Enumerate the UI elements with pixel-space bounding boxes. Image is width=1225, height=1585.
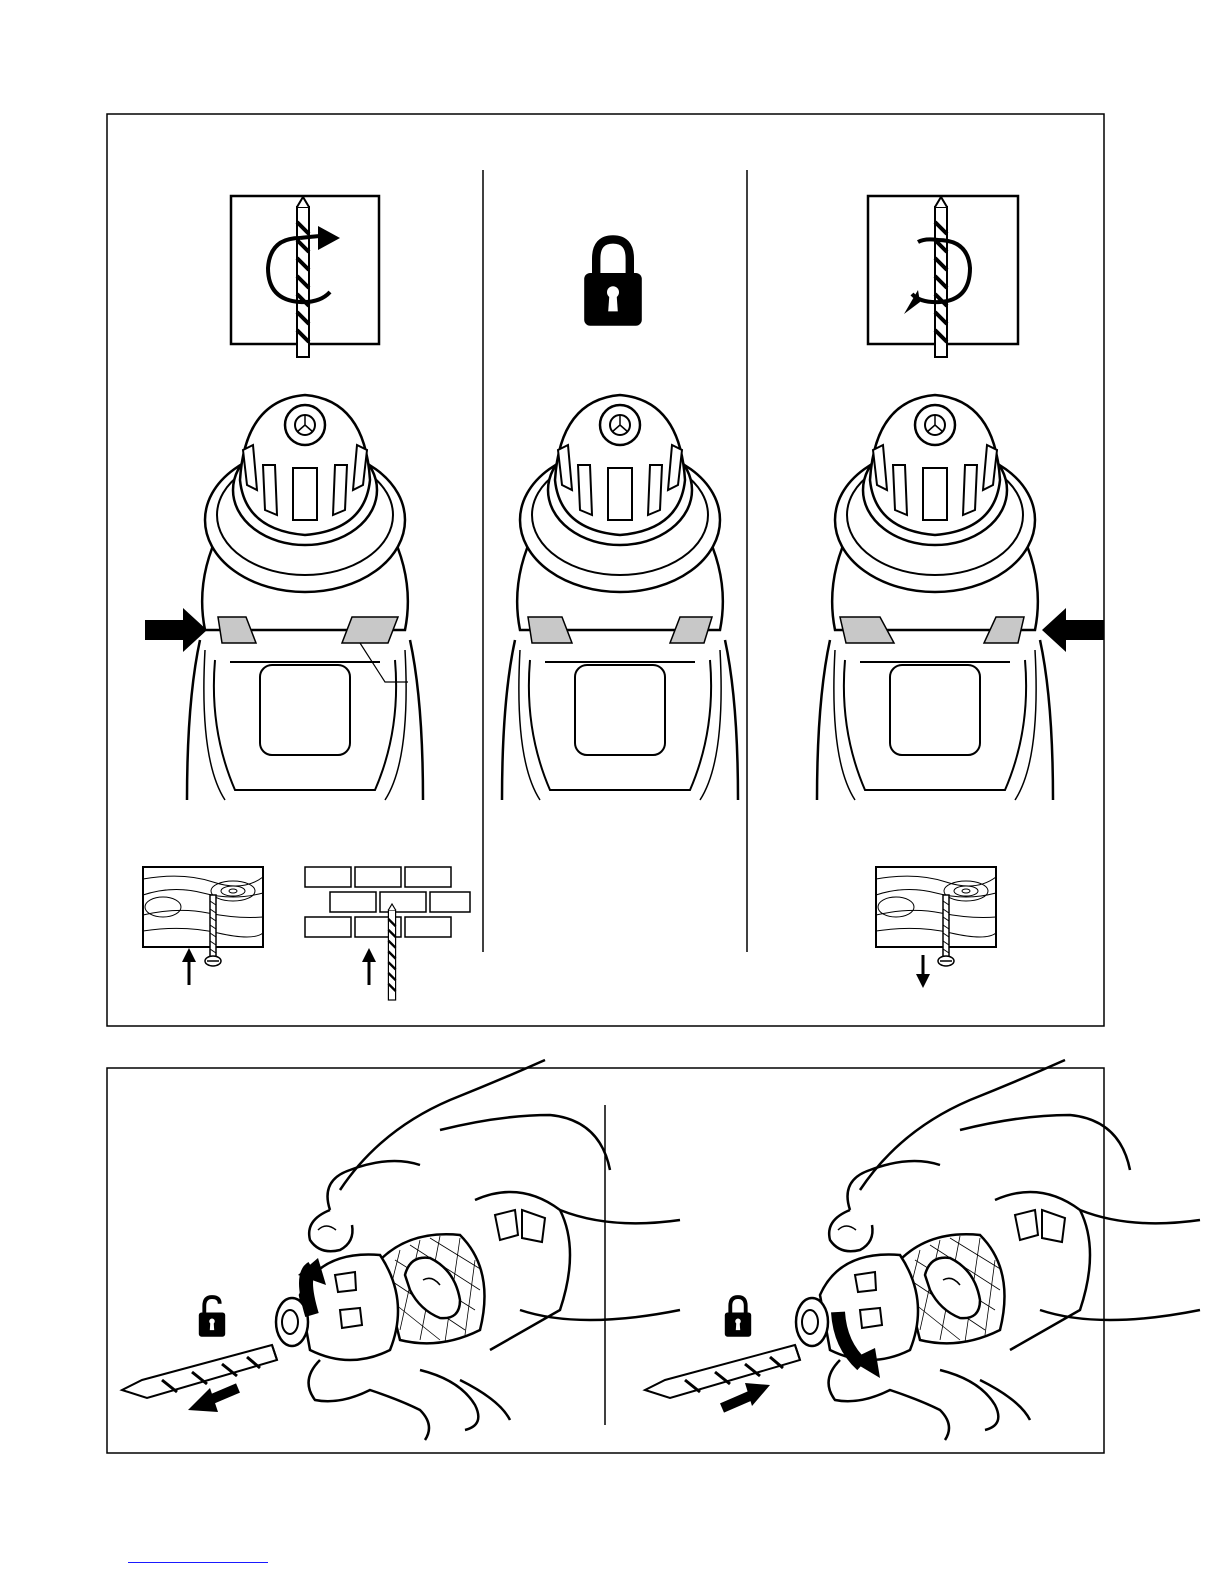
hand-holding-drill: [276, 1060, 680, 1440]
wood-screw-icon: [143, 867, 263, 985]
drill-bit: [645, 1345, 800, 1398]
push-arrow-icon: [1042, 608, 1104, 652]
drill-front-view: [187, 395, 423, 800]
drill-front-view: [817, 395, 1053, 800]
bit-in-arrow-icon: [722, 1383, 770, 1408]
footer-link-underline[interactable]: [128, 1562, 268, 1563]
padlock-locked-icon: [584, 239, 642, 325]
wood-unscrew-icon: [876, 867, 996, 988]
masonry-drill-icon: [305, 867, 470, 1000]
padlock-locked-icon: [725, 1297, 751, 1337]
bit-out-arrow-icon: [188, 1388, 238, 1412]
padlock-open-icon: [199, 1297, 225, 1337]
clockwise-rotation-icon: [231, 196, 379, 357]
hand-holding-drill: [796, 1060, 1200, 1440]
drill-bit: [122, 1345, 277, 1398]
counterclockwise-rotation-icon: [868, 196, 1018, 357]
drill-front-view: [502, 395, 738, 800]
